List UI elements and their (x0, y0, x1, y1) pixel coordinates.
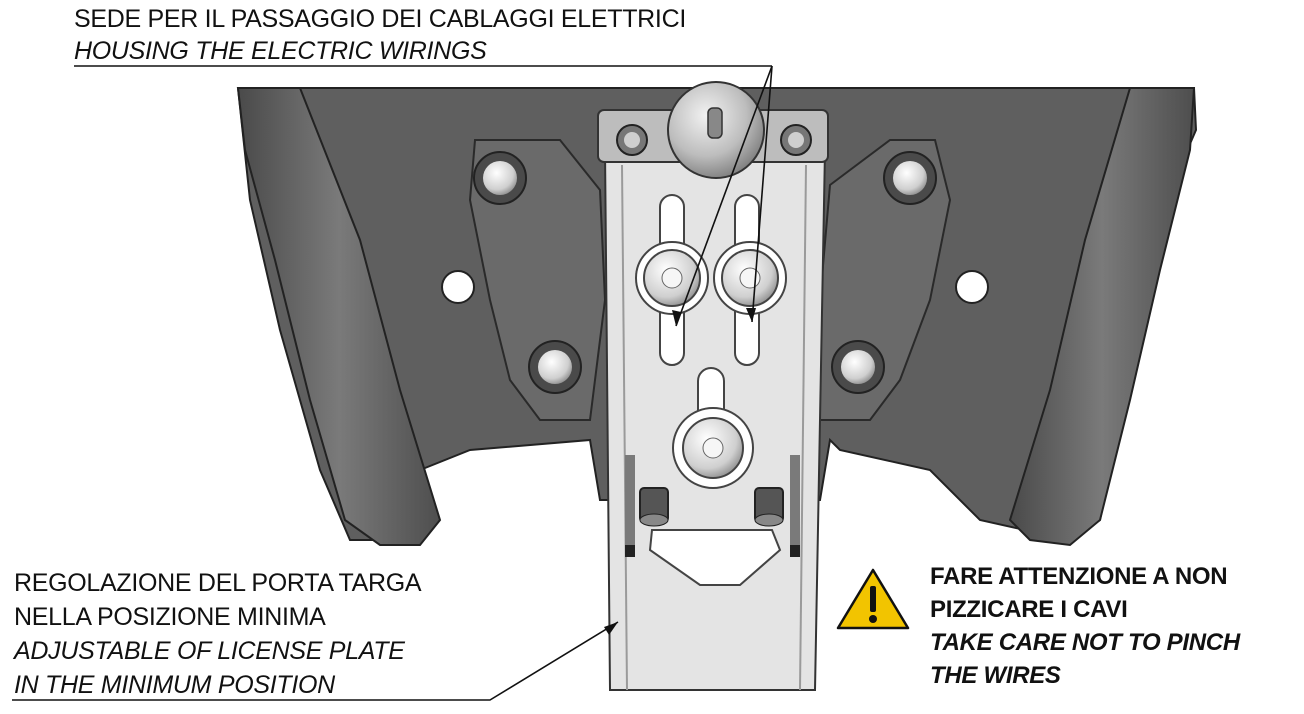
bottom-callout-line2: NELLA POSIZIONE MINIMA (14, 603, 326, 631)
bottom-callout-line1: REGOLAZIONE DEL PORTA TARGA (14, 569, 422, 597)
left-tube (236, 87, 442, 546)
top-callout-line2: HOUSING THE ELECTRIC WIRINGS (74, 37, 487, 65)
bottom-callout-line3: ADJUSTABLE OF LICENSE PLATE (14, 637, 405, 665)
warning-line1: FARE ATTENZIONE A NON (930, 563, 1228, 590)
warning-triangle-icon (836, 568, 910, 630)
bottom-callout-line4: IN THE MINIMUM POSITION (14, 671, 335, 699)
bracket-cutout (648, 529, 782, 586)
warning-line4: THE WIRES (930, 662, 1061, 689)
warning-line3: TAKE CARE NOT TO PINCH (930, 629, 1240, 656)
warning-line2: PIZZICARE I CAVI (930, 596, 1128, 623)
right-tube (1008, 87, 1196, 547)
top-callout-leader (74, 65, 773, 327)
top-callout-line1: SEDE PER IL PASSAGGIO DEI CABLAGGI ELETT… (74, 5, 686, 33)
bottom-callout-leader (12, 621, 619, 701)
